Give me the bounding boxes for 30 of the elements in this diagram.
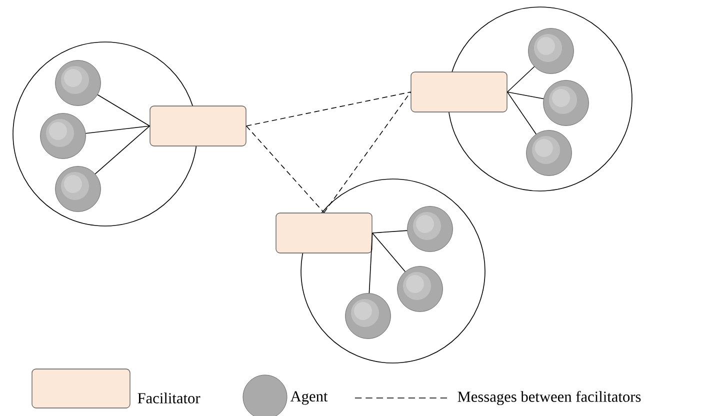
facilitator-box — [150, 106, 246, 146]
agent-circle — [543, 80, 589, 126]
connector-line — [97, 94, 150, 126]
group-circle — [448, 6, 632, 192]
group-circle — [12, 42, 198, 226]
connector-line — [368, 232, 373, 294]
agent-circle — [55, 166, 101, 212]
dashed-line — [324, 92, 412, 214]
group-circle — [300, 178, 486, 364]
connector-line — [506, 92, 544, 100]
connector-line — [506, 92, 536, 135]
connector-line — [85, 126, 150, 134]
legend-label: Facilitator — [138, 392, 200, 404]
agent-circle — [397, 266, 443, 312]
facilitator-box — [276, 212, 372, 254]
agent-circle — [55, 60, 101, 106]
agent-circle — [407, 206, 453, 252]
agent-circle — [528, 28, 574, 74]
agent-circle — [526, 130, 572, 176]
connector-line — [94, 126, 150, 174]
legend-label: Messages between facilitators — [458, 390, 641, 406]
connector-line — [506, 66, 535, 92]
connector-line — [372, 230, 408, 234]
facilitator-box — [410, 72, 508, 112]
dashed-line — [246, 126, 324, 214]
connector-line — [372, 232, 406, 272]
legend-label: Agent — [290, 391, 328, 405]
agent-circle — [40, 113, 86, 159]
agent-circle — [345, 293, 391, 339]
dashed-line — [246, 92, 412, 126]
